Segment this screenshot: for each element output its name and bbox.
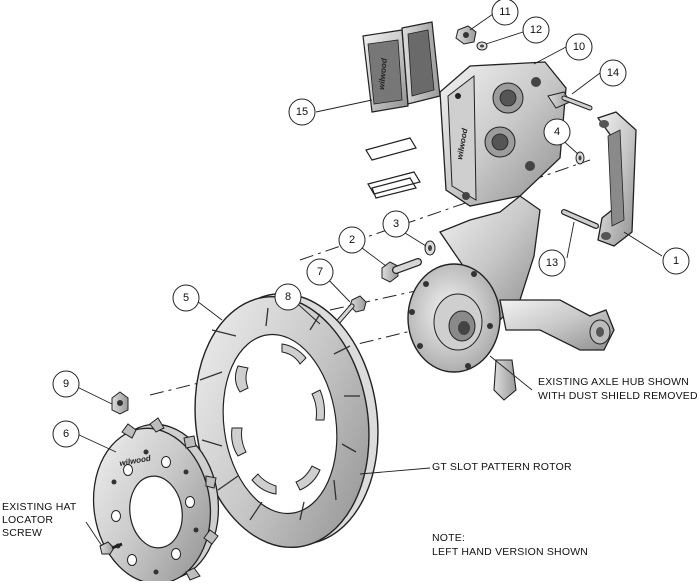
callout-5-circle xyxy=(172,284,200,312)
axle-hub-label-line2: WITH DUST SHIELD REMOVED xyxy=(538,390,698,402)
callout-5: 5 xyxy=(183,292,189,304)
callout-1-circle xyxy=(662,247,690,275)
steering-knuckle xyxy=(439,195,615,401)
bracket-bolt-13 xyxy=(561,209,599,229)
pad-logo: wilwood xyxy=(377,57,389,90)
caliper-10 xyxy=(439,61,567,207)
bleeder-washer-12 xyxy=(476,41,488,51)
callout-7: 7 xyxy=(317,266,323,278)
mounting-bolt-2 xyxy=(381,258,422,283)
hat-nut-9 xyxy=(111,391,129,415)
callout-8: 8 xyxy=(285,291,291,303)
rotor-hat-6 xyxy=(92,417,220,585)
callout-3: 3 xyxy=(393,218,399,230)
hat-screw-label-line3: SCREW xyxy=(2,527,43,539)
hat-screw-label-line2: LOCATOR xyxy=(2,514,54,526)
brake-pad-15 xyxy=(362,21,441,113)
mounting-bracket-1 xyxy=(596,111,637,247)
callout-12-circle xyxy=(522,16,550,44)
callout-2: 2 xyxy=(349,234,355,246)
rotor-label: GT SLOT PATTERN ROTOR xyxy=(432,461,572,473)
washer-3 xyxy=(424,240,436,256)
pad-retainer-clips xyxy=(365,137,421,199)
gt-slot-rotor-5 xyxy=(194,292,379,549)
hat-screw-label-line1: EXISTING HAT xyxy=(2,501,77,513)
hat-locator-screw xyxy=(99,541,123,555)
callout-11: 11 xyxy=(499,6,510,18)
callout-13: 13 xyxy=(546,257,558,269)
callout-9-circle xyxy=(52,370,80,398)
callout-6: 6 xyxy=(63,428,69,440)
callout-15: 15 xyxy=(296,106,308,118)
callout-bubbles xyxy=(52,0,690,448)
callout-4-circle xyxy=(543,118,571,146)
callout-9: 9 xyxy=(63,378,69,390)
callout-14: 14 xyxy=(607,67,619,79)
callout-6-circle xyxy=(52,420,80,448)
callout-10: 10 xyxy=(573,41,585,53)
callout-numbers: 1 2 3 4 5 6 7 8 9 10 11 12 13 14 15 xyxy=(63,6,679,440)
existing-axle-hub xyxy=(407,263,501,373)
callout-11-circle xyxy=(491,0,519,26)
shim-washer-4 xyxy=(575,151,585,165)
bleeder-screw-11 xyxy=(455,25,477,45)
callout-13-circle xyxy=(538,249,566,277)
callout-15-circle xyxy=(288,98,316,126)
callout-12: 12 xyxy=(530,24,542,36)
caliper-bolt-14 xyxy=(547,91,593,111)
hat-bolt-7 xyxy=(335,295,367,325)
note-title: NOTE: xyxy=(432,532,466,544)
note-text: LEFT HAND VERSION SHOWN xyxy=(432,546,589,558)
callout-2-circle xyxy=(338,226,366,254)
callout-1: 1 xyxy=(673,255,679,267)
callout-10-circle xyxy=(565,33,593,61)
callout-8-circle xyxy=(274,283,302,311)
callout-3-circle xyxy=(382,210,410,238)
callout-7-circle xyxy=(306,258,334,286)
callout-14-circle xyxy=(599,59,627,87)
axle-hub-label-line1: EXISTING AXLE HUB SHOWN xyxy=(538,376,690,388)
callout-4: 4 xyxy=(554,126,560,138)
